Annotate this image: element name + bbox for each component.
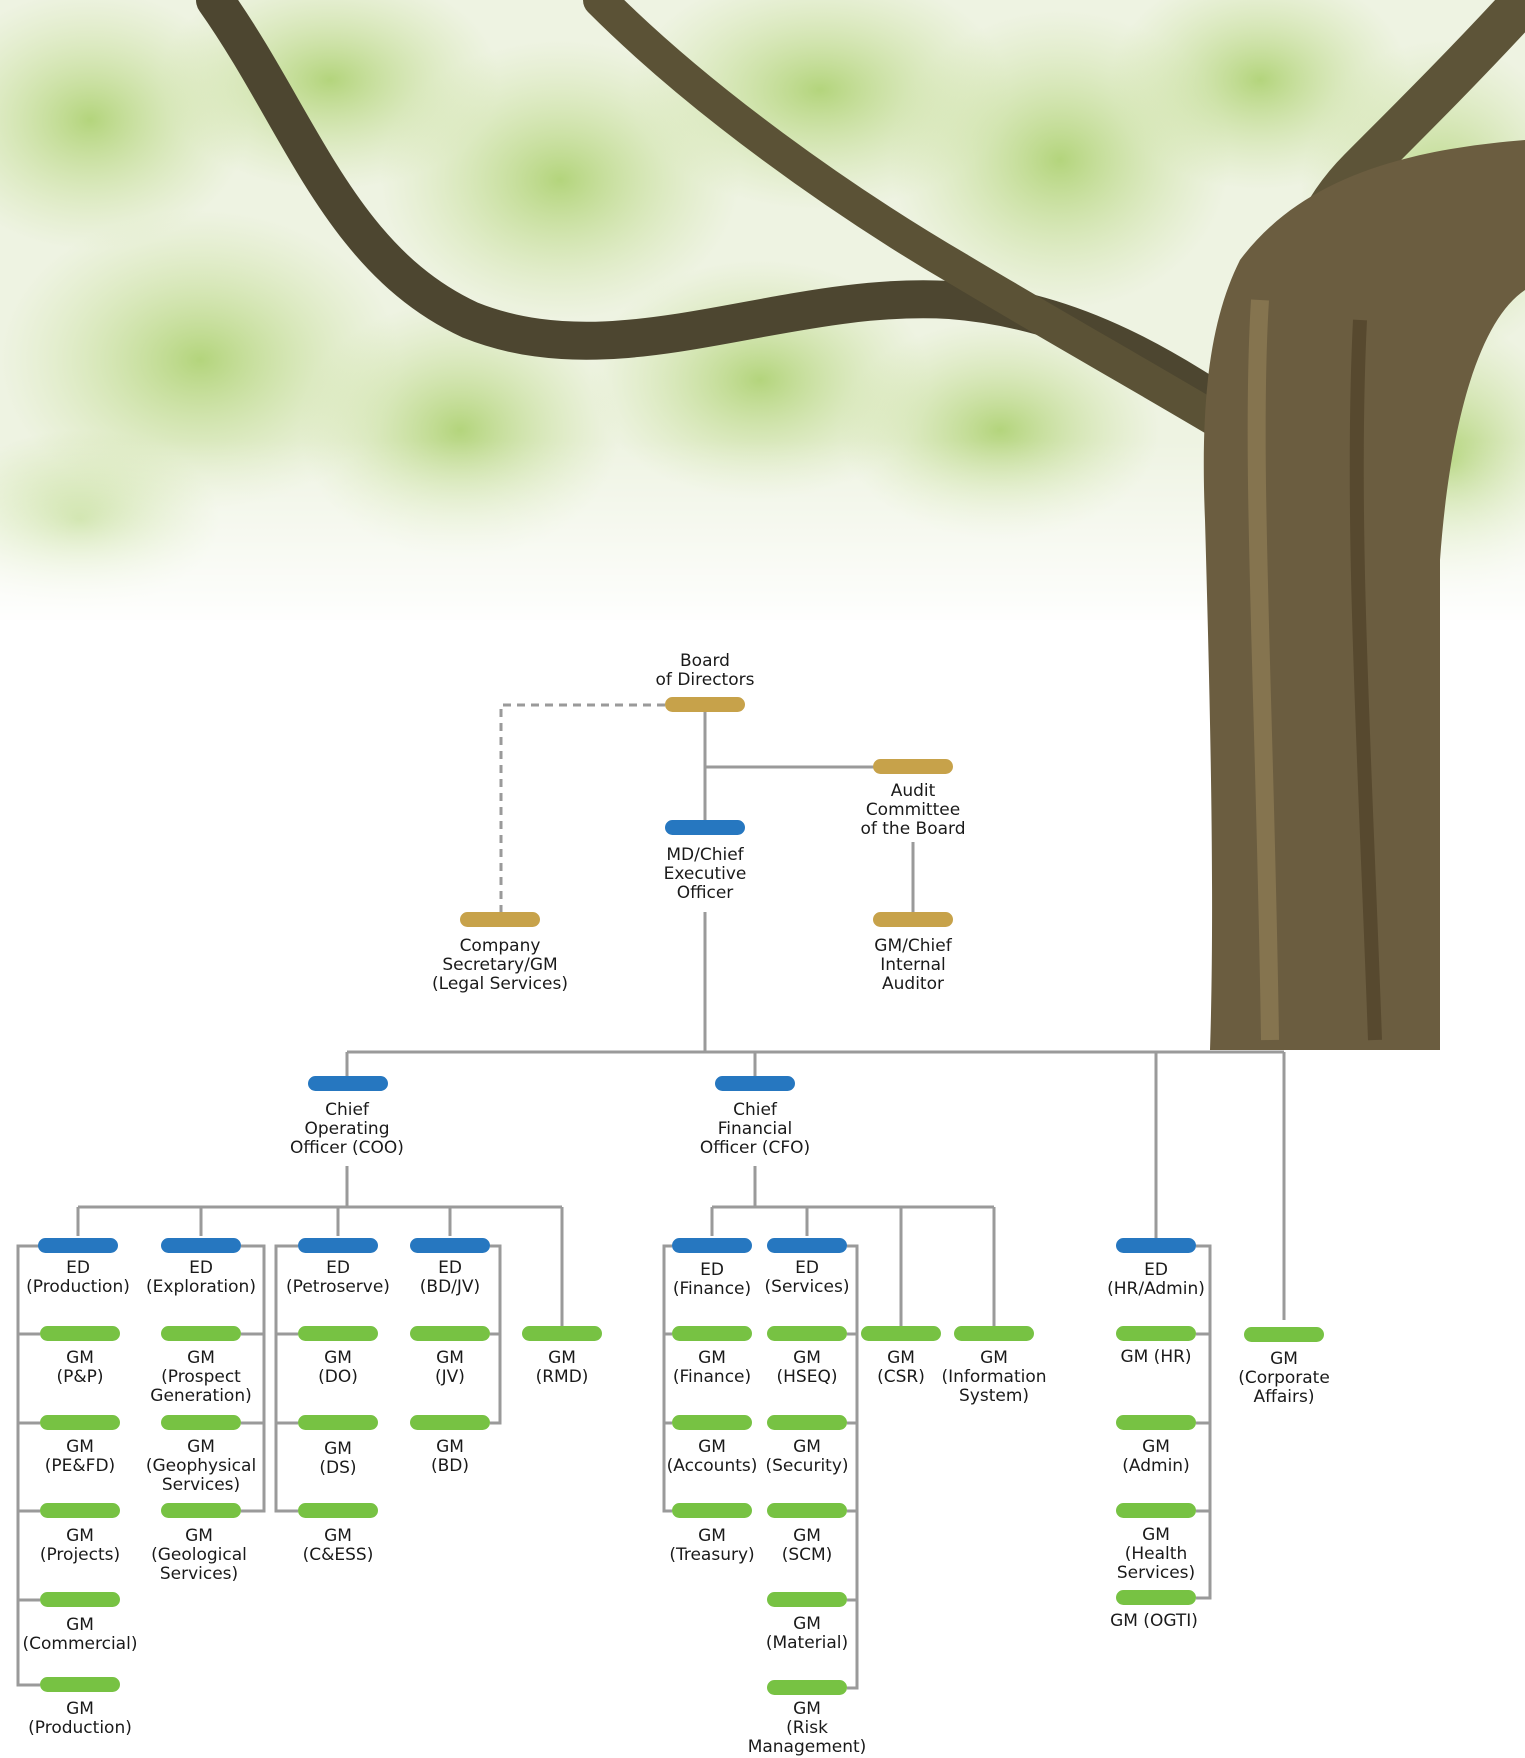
gm-hseq-label: GM (HSEQ) (776, 1348, 838, 1387)
gm-production-node-bar (40, 1677, 120, 1692)
gm-jv-node-bar (410, 1326, 490, 1341)
audit-node-bar (873, 759, 953, 774)
board-label: Board of Directors (655, 651, 755, 690)
ed-production-label: ED (Production) (26, 1258, 130, 1297)
gm-cess-node-bar (298, 1503, 378, 1518)
ed-hradmin-node-bar (1116, 1238, 1196, 1253)
gm-material-node-bar (767, 1592, 847, 1607)
tree-background-image (0, 0, 1525, 1050)
gm-commercial-label: GM (Commercial) (22, 1615, 138, 1654)
gm-info-system-label: GM (Information System) (941, 1348, 1047, 1406)
gm-jv-label: GM (JV) (435, 1348, 465, 1387)
gm-rmd-node-bar (522, 1326, 602, 1341)
internal-auditor-label: GM/Chief Internal Auditor (874, 936, 952, 994)
gm-commercial-node-bar (40, 1592, 120, 1607)
gm-geological-label: GM (Geological Services) (151, 1526, 247, 1584)
gm-info-system-node-bar (954, 1326, 1034, 1341)
coo-label: Chief Operating Officer (COO) (290, 1100, 404, 1158)
gm-geophysical-node-bar (161, 1415, 241, 1430)
gm-pefd-label: GM (PE&FD) (44, 1437, 116, 1476)
gm-risk-label: GM (Risk Management) (747, 1699, 867, 1757)
cfo-node-bar (715, 1076, 795, 1091)
ed-services-node-bar (767, 1238, 847, 1253)
gm-hseq-node-bar (767, 1326, 847, 1341)
internal-auditor-node-bar (873, 912, 953, 927)
ed-finance-node-bar (672, 1238, 752, 1253)
ed-exploration-label: ED (Exploration) (146, 1258, 256, 1297)
gm-corporate-affairs-label: GM (Corporate Affairs) (1238, 1349, 1330, 1407)
audit-committee-label: Audit Committee of the Board (860, 781, 966, 839)
company-secretary-node-bar (460, 912, 540, 927)
gm-csr-label: GM (CSR) (877, 1348, 925, 1387)
gm-prospect-label: GM (Prospect Generation) (150, 1348, 252, 1406)
ceo-node-bar (665, 820, 745, 835)
gm-health-label: GM (Health Services) (1116, 1525, 1196, 1583)
cfo-label: Chief Financial Officer (CFO) (699, 1100, 811, 1158)
gm-admin-node-bar (1116, 1415, 1196, 1430)
gm-scm-label: GM (SCM) (781, 1526, 833, 1565)
gm-security-node-bar (767, 1415, 847, 1430)
gm-scm-node-bar (767, 1503, 847, 1518)
ed-finance-label: ED (Finance) (672, 1260, 752, 1299)
gm-hr-label: GM (HR) (1120, 1347, 1192, 1367)
ed-bdjv-node-bar (410, 1238, 490, 1253)
gm-security-label: GM (Security) (765, 1437, 849, 1476)
gm-hr-node-bar (1116, 1326, 1196, 1341)
gm-admin-label: GM (Admin) (1122, 1437, 1190, 1476)
gm-rmd-label: GM (RMD) (535, 1348, 589, 1387)
gm-ds-node-bar (298, 1415, 378, 1430)
ed-services-label: ED (Services) (764, 1258, 850, 1297)
gm-finance-node-bar (672, 1326, 752, 1341)
gm-corporate-affairs-node-bar (1244, 1327, 1324, 1342)
gm-ogti-node-bar (1116, 1590, 1196, 1605)
gm-health-node-bar (1116, 1503, 1196, 1518)
ed-production-node-bar (38, 1238, 118, 1253)
gm-pp-label: GM (P&P) (56, 1348, 104, 1387)
gm-ds-label: GM (DS) (319, 1439, 357, 1478)
coo-node-bar (308, 1076, 388, 1091)
gm-accounts-node-bar (672, 1415, 752, 1430)
gm-csr-node-bar (861, 1326, 941, 1341)
gm-prospect-node-bar (161, 1326, 241, 1341)
gm-pp-node-bar (40, 1326, 120, 1341)
gm-pefd-node-bar (40, 1415, 120, 1430)
ceo-label: MD/Chief Executive Officer (663, 845, 747, 903)
gm-do-node-bar (298, 1326, 378, 1341)
gm-material-label: GM (Material) (765, 1614, 849, 1653)
ed-hradmin-label: ED (HR/Admin) (1107, 1260, 1205, 1299)
ed-bdjv-label: ED (BD/JV) (419, 1258, 481, 1297)
ed-petroserve-node-bar (298, 1238, 378, 1253)
gm-bd-label: GM (BD) (430, 1437, 470, 1476)
gm-accounts-label: GM (Accounts) (666, 1437, 758, 1476)
gm-projects-node-bar (40, 1503, 120, 1518)
gm-production-label: GM (Production) (28, 1699, 132, 1738)
ed-exploration-node-bar (161, 1238, 241, 1253)
gm-treasury-label: GM (Treasury) (669, 1526, 755, 1565)
company-secretary-label: Company Secretary/GM (Legal Services) (432, 936, 568, 994)
gm-cess-label: GM (C&ESS) (302, 1526, 374, 1565)
gm-treasury-node-bar (672, 1503, 752, 1518)
gm-finance-label: GM (Finance) (672, 1348, 752, 1387)
gm-do-label: GM (DO) (318, 1348, 358, 1387)
gm-geophysical-label: GM (Geophysical Services) (145, 1437, 257, 1495)
gm-ogti-label: GM (OGTI) (1110, 1611, 1198, 1631)
gm-projects-label: GM (Projects) (39, 1526, 121, 1565)
ed-petroserve-label: ED (Petroserve) (286, 1258, 390, 1297)
gm-bd-node-bar (410, 1415, 490, 1430)
gm-geological-node-bar (161, 1503, 241, 1518)
board-node-bar (665, 697, 745, 712)
gm-risk-node-bar (767, 1680, 847, 1695)
